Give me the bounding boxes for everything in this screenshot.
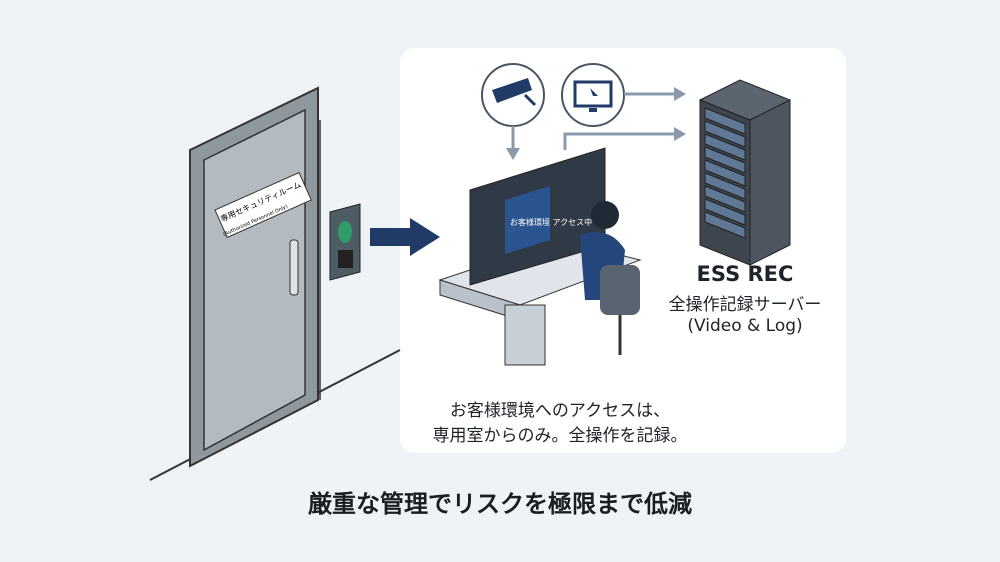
workstation: お客様環境 アクセス中 — [438, 147, 642, 366]
monitor-text: お客様環境 アクセス中 — [510, 217, 592, 227]
server-description: 全操作記録サーバー — [668, 295, 822, 315]
server-unit — [704, 133, 746, 161]
caption-line2: 専用室からのみ。全操作を記録。 — [432, 426, 688, 446]
server-unit — [704, 107, 746, 135]
server-unit — [704, 172, 746, 200]
security-camera-icon — [481, 63, 545, 127]
screen-capture-icon — [561, 63, 625, 127]
server-name: ESS REC — [696, 262, 794, 286]
server-unit — [704, 159, 746, 187]
server-unit — [704, 146, 746, 174]
chair — [600, 265, 640, 315]
person-head — [591, 201, 619, 229]
server-detail: (Video & Log) — [687, 316, 803, 336]
caption-line1: お客様環境へのアクセスは、 — [449, 401, 671, 421]
door-handle — [289, 239, 299, 296]
flow-arrows — [506, 87, 686, 160]
door — [189, 86, 319, 468]
arrow-right-icon — [370, 218, 440, 256]
server-unit — [704, 211, 746, 239]
door-sign — [214, 171, 312, 239]
server-rack-icon — [698, 79, 792, 266]
page-title: 厳重な管理でリスクを極限まで低減 — [308, 490, 692, 518]
server-unit — [704, 198, 746, 226]
keypad-icon — [329, 203, 361, 281]
server-unit — [704, 185, 746, 213]
server-unit — [704, 120, 746, 148]
